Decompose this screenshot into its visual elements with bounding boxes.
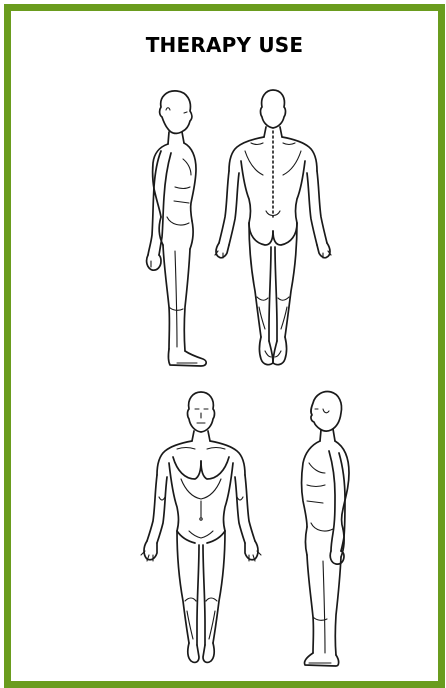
front-view-figure [141,392,261,662]
side-view-figure-bottom [302,392,350,666]
back-view-figure [215,90,331,365]
body-chart [11,11,438,681]
therapy-card: THERAPY USE [4,4,445,688]
side-view-figure-top [147,91,207,366]
